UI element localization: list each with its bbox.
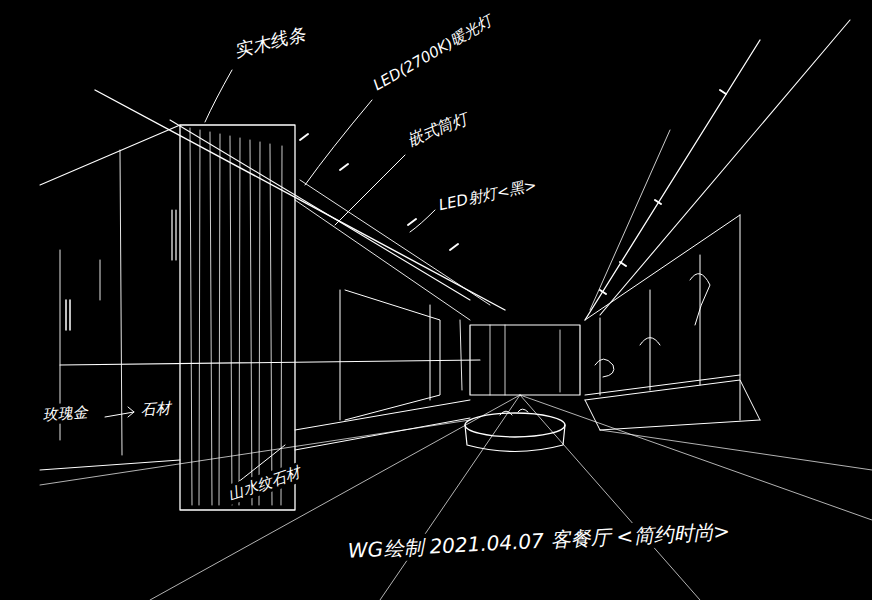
annotation-label: LED射灯<黑> bbox=[434, 174, 541, 216]
annotation-label: WG绘制 2021.04.07 客餐厅 <简约时尚> bbox=[344, 518, 733, 564]
annotation-label: 实木线条 bbox=[229, 21, 310, 63]
annotation-label: 玫瑰金 bbox=[39, 401, 91, 425]
annotation-label: 山水纹石材 bbox=[223, 461, 306, 505]
annotation-label: 嵌式筒灯 bbox=[401, 107, 474, 153]
annotation-label: LED(2700K)暖光灯 bbox=[367, 9, 498, 96]
annotation-label: 石材 bbox=[137, 398, 174, 420]
